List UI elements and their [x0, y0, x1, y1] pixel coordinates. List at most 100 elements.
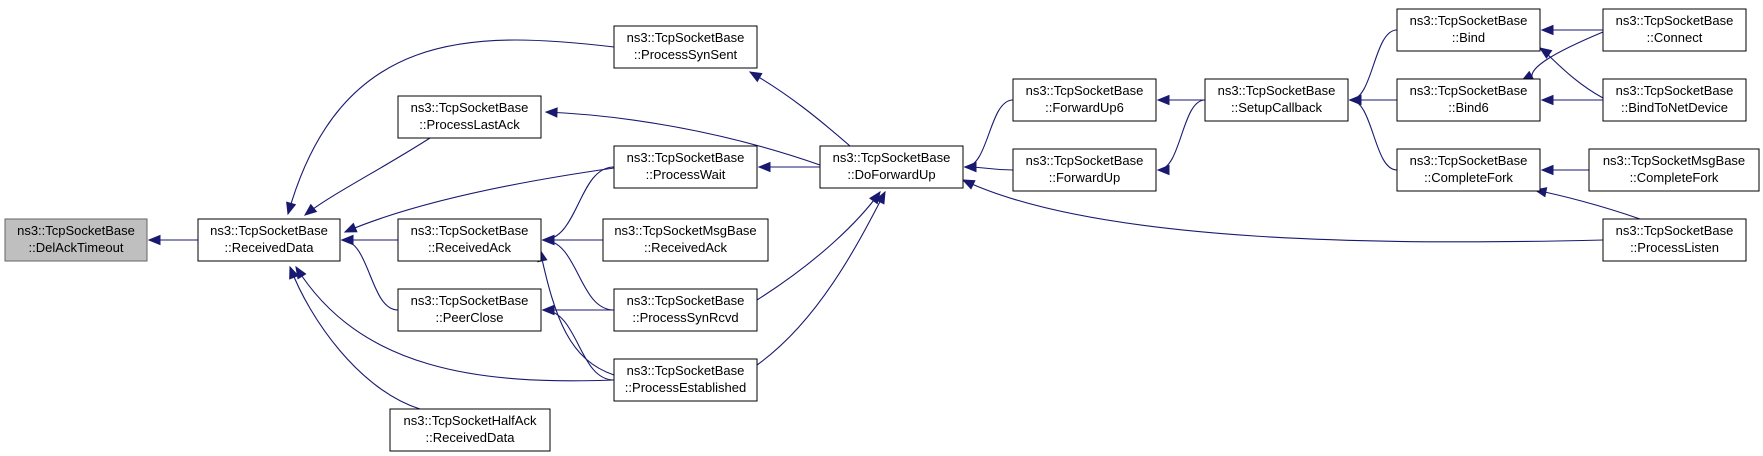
edge-synrcvd-to-recvack — [541, 234, 615, 311]
edge-msgcomplete-to-completefork — [1540, 164, 1589, 176]
edge-recvdata-to-delack — [147, 234, 198, 246]
edge-line — [1157, 99, 1206, 171]
edge-line — [289, 266, 421, 410]
node-label-line1: ns3::TcpSocketBase — [627, 293, 745, 308]
arrowhead — [963, 161, 977, 173]
edge-established-to-peerclose — [541, 304, 615, 381]
node-label-line1: ns3::TcpSocketBase — [833, 150, 951, 165]
call-edges — [147, 24, 1641, 410]
node-label-line2: ::ReceivedAck — [428, 240, 512, 255]
edge-dofwd-to-lastack — [544, 107, 821, 166]
node-label-line1: ns3::TcpSocketBase — [1218, 83, 1336, 98]
node-label-line1: ns3::TcpSocketBase — [1616, 223, 1734, 238]
node-label-line2: ::ProcessSynSent — [634, 47, 738, 62]
node-wait[interactable]: ns3::TcpSocketBase::ProcessWait — [613, 145, 758, 189]
node-delack[interactable]: ns3::TcpSocketBase::DelAckTimeout — [4, 218, 148, 262]
node-label-line2: ::Connect — [1647, 30, 1703, 45]
node-completefork[interactable]: ns3::TcpSocketBase::CompleteFork — [1396, 148, 1541, 192]
node-box — [1602, 218, 1747, 262]
node-label-line2: ::ProcessListen — [1630, 240, 1719, 255]
edge-listen-to-dofwd — [961, 179, 1604, 243]
edge-wait-to-recvdata — [343, 167, 615, 233]
node-dofwd[interactable]: ns3::TcpSocketBase::DoForwardUp — [819, 145, 964, 189]
node-fwd6[interactable]: ns3::TcpSocketBase::ForwardUp6 — [1012, 78, 1157, 122]
node-established[interactable]: ns3::TcpSocketBase::ProcessEstablished — [613, 358, 758, 402]
edge-line — [964, 99, 1014, 168]
edge-line — [287, 39, 615, 215]
node-synsent[interactable]: ns3::TcpSocketBase::ProcessSynSent — [613, 25, 758, 69]
node-box — [1204, 78, 1349, 122]
node-bindnet[interactable]: ns3::TcpSocketBase::BindToNetDevice — [1602, 78, 1747, 122]
node-box — [613, 288, 758, 332]
node-box — [197, 218, 341, 262]
edge-line — [1349, 29, 1398, 101]
node-label-line2: ::DoForwardUp — [847, 167, 935, 182]
edge-lastack-to-recvdata — [303, 137, 431, 216]
edge-line — [295, 266, 615, 382]
arrowhead — [340, 234, 354, 246]
node-fwd[interactable]: ns3::TcpSocketBase::ForwardUp — [1012, 148, 1157, 192]
node-label-line2: ::SetupCallback — [1231, 100, 1323, 115]
node-label-line2: ::ReceivedData — [225, 240, 315, 255]
node-box — [613, 25, 758, 69]
arrowhead — [757, 161, 771, 173]
node-box — [4, 218, 148, 262]
node-recvack[interactable]: ns3::TcpSocketBase::ReceivedAck — [397, 218, 542, 262]
node-label-line1: ns3::TcpSocketBase — [1410, 13, 1528, 28]
edge-fwd6-to-dofwd — [963, 99, 1014, 173]
node-bind6[interactable]: ns3::TcpSocketBase::Bind6 — [1396, 78, 1541, 122]
node-box — [1396, 148, 1541, 192]
node-msgrecvack[interactable]: ns3::TcpSocketMsgBase::ReceivedAck — [602, 218, 769, 262]
edge-line — [756, 191, 886, 366]
node-label-line2: ::CompleteFork — [1630, 170, 1719, 185]
edge-line — [344, 167, 615, 233]
node-box — [1602, 78, 1747, 122]
node-lastack[interactable]: ns3::TcpSocketBase::ProcessLastAck — [397, 95, 542, 139]
arrowhead — [295, 265, 307, 280]
node-box — [1012, 148, 1157, 192]
arrowhead — [289, 265, 299, 280]
arrowhead — [544, 107, 558, 118]
edge-peerclose-to-recvdata — [340, 234, 399, 311]
arrowhead — [541, 234, 555, 246]
edge-line — [542, 309, 615, 381]
arrowhead — [875, 190, 886, 205]
node-setup[interactable]: ns3::TcpSocketBase::SetupCallback — [1204, 78, 1349, 122]
arrowhead — [286, 201, 297, 216]
node-peerclose[interactable]: ns3::TcpSocketBase::PeerClose — [397, 288, 542, 332]
node-box — [389, 408, 551, 452]
node-connect[interactable]: ns3::TcpSocketBase::Connect — [1602, 8, 1747, 52]
edge-line — [341, 239, 399, 311]
node-label-line1: ns3::TcpSocketBase — [627, 30, 745, 45]
edge-line — [962, 179, 1604, 243]
arrowhead — [1156, 94, 1170, 106]
node-recvdata[interactable]: ns3::TcpSocketBase::ReceivedData — [197, 218, 341, 262]
node-label-line1: ns3::TcpSocketBase — [17, 223, 135, 238]
node-label-line1: ns3::TcpSocketBase — [411, 293, 529, 308]
node-label-line2: ::ForwardUp — [1049, 170, 1121, 185]
node-label-line1: ns3::TcpSocketBase — [627, 150, 745, 165]
arrowhead — [303, 203, 318, 216]
node-box — [1588, 148, 1760, 192]
node-box — [397, 95, 542, 139]
node-msgcomplete[interactable]: ns3::TcpSocketMsgBase::CompleteFork — [1588, 148, 1760, 192]
edge-listen-to-completefork — [1533, 187, 1641, 220]
edge-fwd-to-dofwd — [963, 161, 1014, 173]
arrowhead — [343, 222, 358, 233]
edge-dofwd-to-synsent — [748, 71, 851, 147]
node-label-line2: ::BindToNetDevice — [1621, 100, 1728, 115]
node-halfack[interactable]: ns3::TcpSocketHalfAck::ReceivedData — [389, 408, 551, 452]
node-label-line2: ::ForwardUp6 — [1045, 100, 1124, 115]
node-label-line2: ::Bind6 — [1448, 100, 1488, 115]
node-label-line1: ns3::TcpSocketMsgBase — [614, 223, 756, 238]
node-label-line1: ns3::TcpSocketBase — [1026, 153, 1144, 168]
edge-connect-to-bind — [1540, 24, 1603, 36]
node-label-line1: ns3::TcpSocketBase — [411, 100, 529, 115]
node-bind[interactable]: ns3::TcpSocketBase::Bind — [1396, 8, 1541, 52]
arrowhead — [1538, 47, 1553, 59]
node-box — [397, 218, 542, 262]
node-label-line1: ns3::TcpSocketBase — [1616, 83, 1734, 98]
node-synrcvd[interactable]: ns3::TcpSocketBase::ProcessSynRcvd — [613, 288, 758, 332]
node-listen[interactable]: ns3::TcpSocketBase::ProcessListen — [1602, 218, 1747, 262]
